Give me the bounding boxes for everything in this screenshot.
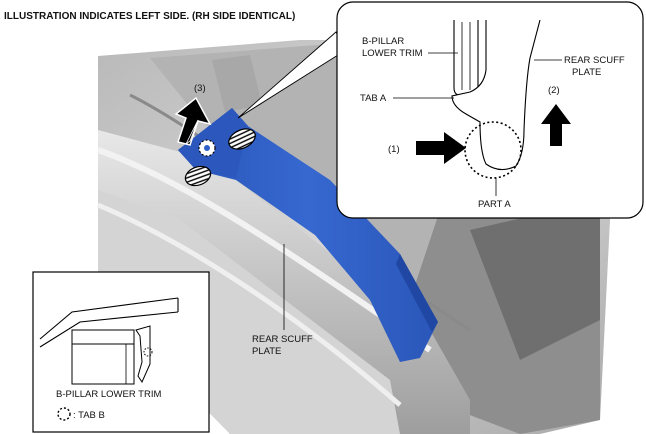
b-pillar-trim-detail — [453, 20, 479, 97]
rear-scuff-plate-detail — [451, 19, 541, 171]
b-pillar-label-detail-line1: B-PILLAR — [362, 36, 404, 47]
b-pillar-trim-section — [39, 297, 179, 385]
step-2-label: (2) — [548, 85, 560, 96]
clip-hatched-top — [228, 128, 256, 150]
rear-scuff-label-detail-line2: PLATE — [572, 67, 601, 78]
b-pillar-label-detail-line2: LOWER TRIM — [362, 48, 423, 59]
arrow-step-2 — [541, 104, 571, 146]
step-3-label: (3) — [194, 83, 206, 94]
step-1-label: (1) — [388, 144, 400, 155]
tab-b-legend-icon — [57, 407, 71, 421]
rear-scuff-label-detail-line1: REAR SCUFF — [564, 55, 625, 66]
diagram-title: ILLUSTRATION INDICATES LEFT SIDE. (RH SI… — [4, 11, 295, 22]
rear-scuff-label-main-line2: PLATE — [252, 346, 281, 357]
tab-a-label: TAB A — [360, 93, 387, 104]
tab-b-marker — [198, 139, 216, 157]
arrow-step-3 — [174, 96, 212, 146]
arrow-step-1 — [416, 132, 466, 164]
clip-hatched-bottom — [184, 165, 212, 187]
b-pillar-label-inset: B-PILLAR LOWER TRIM — [56, 389, 161, 400]
part-a-label: PART A — [478, 199, 511, 210]
rear-scuff-label-main-line1: REAR SCUFF — [252, 334, 313, 345]
part-a-circle — [464, 121, 522, 179]
tab-b-legend-label: : TAB B — [73, 410, 105, 421]
